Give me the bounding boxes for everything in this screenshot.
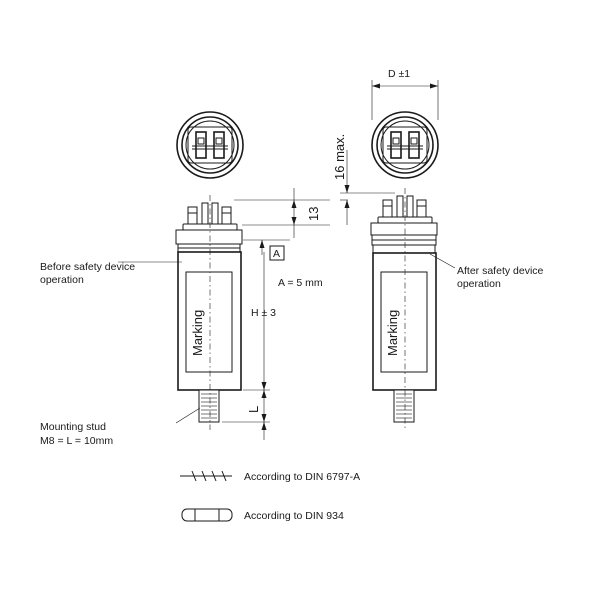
dim-a-box: A [273,248,280,260]
dim-13-label: 13 [306,207,321,221]
callout-stud: Mounting stud M8 = L = 10mm [40,407,201,447]
dim-a-value: A = 5 mm [278,277,323,289]
after-line2: operation [457,278,501,290]
after-line1: After safety device [457,265,544,277]
left-capacitor: Marking [175,195,243,430]
before-line1: Before safety device [40,261,135,273]
dimension-16-max: 16 max. [332,134,395,225]
dim-h-label: H ± 3 [251,307,276,319]
dimension-h: H ± 3 [243,252,276,391]
left-top-view [176,111,244,179]
dimension-a: A A = 5 mm [243,239,323,289]
right-top-view [371,111,439,179]
before-line2: operation [40,274,84,286]
dimension-13: 13 [234,188,330,238]
right-capacitor: Marking [370,188,438,430]
dim-d-label: D ±1 [388,68,410,80]
legend-din934-label: According to DIN 934 [244,510,344,522]
dim-16-label: 16 max. [332,134,347,180]
dimension-l: L [222,390,270,440]
legend-din6797-label: According to DIN 6797-A [244,471,360,483]
legend-din6797: According to DIN 6797-A [180,470,360,483]
callout-before: Before safety device operation [40,261,182,286]
dim-l-label: L [246,406,261,413]
dimension-d: D ±1 [371,68,439,120]
stud-line1: Mounting stud [40,421,106,433]
marking-right: Marking [385,310,400,356]
marking-left: Marking [190,310,205,356]
callout-after: After safety device operation [429,253,544,290]
legend-din934: According to DIN 934 [181,508,344,522]
stud-line2: M8 = L = 10mm [40,435,113,447]
